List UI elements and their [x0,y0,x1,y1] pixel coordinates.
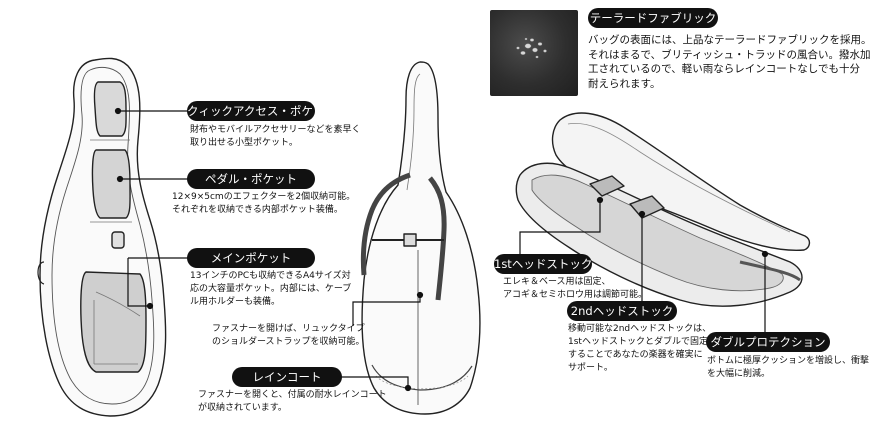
main-pocket-desc: 13インチのPCも収納できるA4サイズ対 応の大容量ポケット。内部には、ケーブ … [190,271,352,307]
strap-storage-desc: ファスナーを開けば、リュックタイプ のショルダーストラップを収納可能。 [212,324,365,347]
quick-access-pocket-desc: 財布やモバイルアクセサリーなどを素早く 取り出せる小型ポケット。 [190,125,361,148]
leader-dot-pedal [116,175,124,183]
tailored-fabric-title: テーラードファブリック [588,8,718,28]
double-protection-title: ダブルプロテクション [706,332,830,352]
leader-lines [114,107,769,392]
tailored-fabric-desc: バッグの表面には、上品なテーラードファブリックを採用。 それはまるで、ブリティッ… [588,34,872,90]
leader-dot-2nd [638,210,646,218]
water-droplets-icon [516,37,547,59]
leader-dot-double [761,250,769,258]
leader-dot-rain [404,384,412,392]
leader-main [127,257,190,307]
fabric-photo [490,10,578,96]
headstock-2nd-desc: 移動可能な2ndヘッドストックは、 1stヘッドストックとダブルで固定 すること… [568,324,712,373]
leader-dot-1st [596,196,604,204]
rain-cover-title: レインコート [232,367,342,387]
headstock-1st-title: 1stヘッドストック [494,254,592,274]
leader-strap [352,295,421,326]
open-bag-illustration [515,112,811,307]
leader-dot-quick-access [114,107,122,115]
leader-1st-headstock [519,200,601,256]
leader-dot-strap [416,291,424,299]
main-pocket-title: メインポケット [187,248,315,268]
leader-rain [340,376,409,388]
double-protection-desc: ボトムに極厚クッションを増設し、衝撃 を大幅に削減。 [707,356,870,379]
headstock-2nd-title: 2ndヘッドストック [567,301,677,321]
pedal-pocket-title: ペダル・ポケット [187,169,315,189]
pedal-pocket-desc: 12×9×5cmのエフェクターを2個収納可能。 それぞれを収納できる内部ポケット… [172,192,356,215]
leader-dot-main [146,302,154,310]
headstock-1st-desc: エレキ＆ベース用は固定、 アコギ＆セミホロウ用は調節可能。 [503,277,648,300]
quick-access-pocket-title: クィックアクセス・ポケット [187,101,336,121]
rain-cover-desc: ファスナーを開くと、付属の耐水レインコート が収納されています。 [198,390,387,413]
back-bag-illustration [360,61,481,415]
front-bag-illustration [37,57,167,417]
